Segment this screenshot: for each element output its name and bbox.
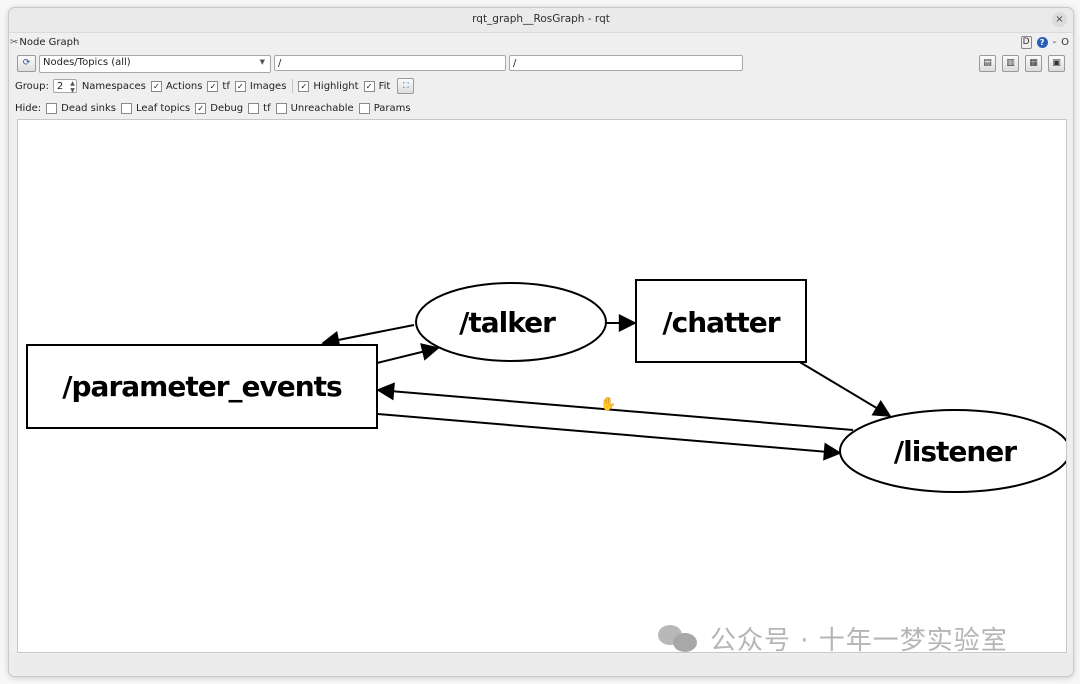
save-image-icon[interactable]: ▣ (1048, 55, 1065, 72)
rqt-window: rqt_graph__RosGraph - rqt × ✂Node Graph … (8, 7, 1074, 677)
params-checkbox[interactable]: Params (358, 102, 411, 114)
checkbox-box (358, 102, 370, 114)
wechat-logo-icon (658, 623, 700, 653)
window-title: rqt_graph__RosGraph - rqt (472, 13, 610, 25)
unreachable-label: Unreachable (290, 102, 354, 114)
leaf-topics-checkbox[interactable]: Leaf topics (121, 102, 191, 114)
checkmark-icon: ✓ (150, 80, 162, 92)
actions-checkbox[interactable]: ✓Actions (150, 80, 203, 92)
hide-label: Hide: (15, 102, 42, 114)
load-icon[interactable]: ▤ (979, 55, 996, 72)
checkmark-icon: ✓ (207, 80, 219, 92)
plugin-title-area: ✂Node Graph (10, 37, 79, 48)
divider (292, 79, 294, 93)
edge-talker-to-parameter-events (321, 324, 415, 349)
images-label: Images (249, 80, 287, 92)
fit-in-view-icon[interactable]: ⛶ (397, 78, 415, 94)
edge-parameter-events-to-listener (377, 413, 842, 461)
graph-type-select[interactable]: Nodes/Topics (all) ▼ (39, 55, 271, 73)
graph-canvas[interactable]: /talker /chatter /parameter_events /list… (17, 119, 1067, 653)
images-checkbox[interactable]: ✓Images (234, 80, 287, 92)
dock-toggle-button[interactable]: D (1020, 36, 1032, 49)
plugin-title: Node Graph (19, 37, 80, 48)
checkbox-box (46, 102, 58, 114)
hide-row: Hide: Dead sinks Leaf topics ✓Debug tf U… (9, 100, 1073, 116)
group-label: Group: (15, 80, 49, 92)
group-value: 2 (56, 81, 64, 92)
options-row: Group: 2 ▲▼ Namespaces ✓Actions ✓tf ✓Ima… (9, 78, 1073, 94)
graph-topic-chatter[interactable]: /chatter (635, 279, 807, 363)
graph-node-talker[interactable]: /talker (415, 282, 607, 362)
group-depth-spinbox[interactable]: 2 ▲▼ (52, 79, 77, 94)
node-filter-input[interactable] (274, 55, 506, 71)
dead-sinks-checkbox[interactable]: Dead sinks (46, 102, 117, 114)
node-label-listener: /listener (894, 435, 1017, 468)
ros-graph: /talker /chatter /parameter_events /list… (26, 279, 1066, 493)
minimize-plugin-button[interactable]: - (1052, 37, 1057, 48)
checkmark-icon: ✓ (234, 80, 246, 92)
namespaces-checkbox[interactable]: Namespaces (82, 81, 146, 92)
topic-label-chatter: /chatter (662, 306, 780, 339)
checkbox-box (275, 102, 287, 114)
hide-tf-label: tf (263, 102, 271, 114)
status-bar (9, 654, 1073, 676)
spin-arrows-icon[interactable]: ▲▼ (70, 80, 75, 94)
actions-label: Actions (165, 80, 203, 92)
node-label-talker: /talker (459, 306, 556, 339)
graph-node-listener[interactable]: /listener (839, 409, 1066, 493)
close-plugin-button[interactable]: O (1061, 37, 1069, 48)
highlight-label: Highlight (313, 80, 359, 92)
edge-parameter-events-to-talker (376, 343, 440, 364)
checkmark-icon: ✓ (195, 102, 207, 114)
graph-topic-parameter-events[interactable]: /parameter_events (26, 344, 378, 429)
highlight-checkbox[interactable]: ✓Highlight (298, 80, 359, 92)
topic-label-parameter-events: /parameter_events (62, 370, 342, 403)
namespaces-label: Namespaces (81, 80, 146, 92)
graph-type-value: Nodes/Topics (all) (43, 57, 131, 68)
title-bar: rqt_graph__RosGraph - rqt × (9, 8, 1073, 33)
tf-checkbox[interactable]: ✓tf (207, 80, 230, 92)
chevron-down-icon: ▼ (259, 58, 265, 66)
edge-listener-to-parameter-events (376, 382, 854, 431)
save-dot-icon[interactable]: ▥ (1002, 55, 1019, 72)
dead-sinks-label: Dead sinks (61, 102, 117, 114)
watermark-text: 公众号 · 十年一梦实验室 (710, 625, 1008, 656)
window-close-button[interactable]: × (1052, 12, 1067, 27)
unreachable-checkbox[interactable]: Unreachable (275, 102, 354, 114)
fit-checkbox[interactable]: ✓Fit (363, 80, 391, 92)
leaf-topics-label: Leaf topics (136, 102, 191, 114)
checkbox-box (248, 102, 260, 114)
tf-label: tf (222, 80, 230, 92)
checkmark-icon: ✓ (363, 80, 375, 92)
debug-label: Debug (210, 102, 244, 114)
fit-label: Fit (378, 80, 391, 92)
save-svg-icon[interactable]: ▦ (1025, 55, 1042, 72)
plugin-controls: D ? - O (1020, 36, 1069, 49)
plugin-header: ✂Node Graph D ? - O (9, 35, 1073, 51)
topic-filter-input[interactable] (509, 55, 743, 71)
edge-chatter-to-listener (797, 360, 892, 417)
checkbox-box (121, 102, 133, 114)
help-icon[interactable]: ? (1036, 37, 1048, 48)
debug-checkbox[interactable]: ✓Debug (195, 102, 244, 114)
checkmark-icon: ✓ (298, 80, 310, 92)
hide-tf-checkbox[interactable]: tf (248, 102, 271, 114)
refresh-icon[interactable]: ⟳ (17, 55, 36, 72)
params-label: Params (373, 102, 411, 114)
hand-cursor-icon: ✋ (600, 397, 617, 412)
graph-toolbar: ⟳ Nodes/Topics (all) ▼ ▤ ▥ ▦ ▣ (9, 54, 1073, 74)
graph-icon: ✂ (10, 37, 19, 48)
watermark: 公众号 · 十年一梦实验室 (658, 622, 1008, 656)
